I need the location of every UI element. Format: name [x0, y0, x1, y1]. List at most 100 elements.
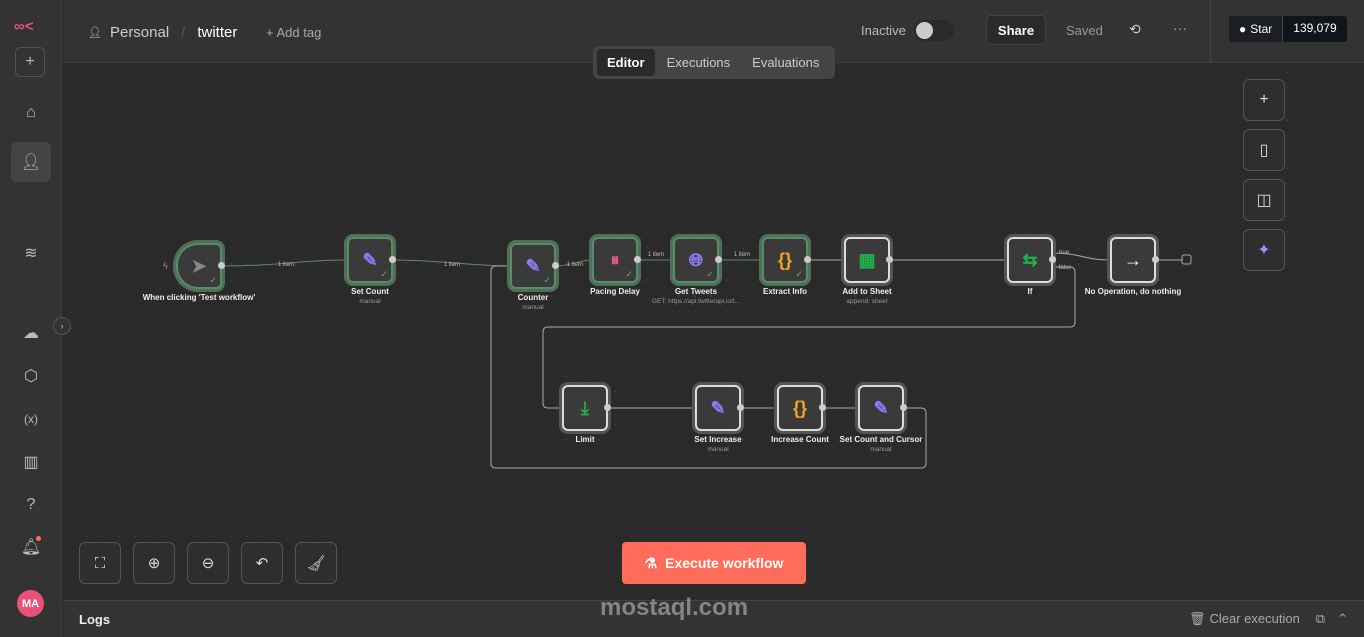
node-title: Counter [517, 293, 549, 302]
output-handle[interactable] [819, 404, 826, 411]
node-title: If [1027, 287, 1033, 296]
limit-icon: ⤓ [581, 397, 589, 418]
output-handle[interactable] [634, 256, 641, 263]
sticky-note-button[interactable]: ▯ [1243, 129, 1285, 171]
output-handle[interactable] [886, 256, 893, 263]
node-label: Increase Count [725, 435, 875, 444]
node-increase-count[interactable]: {} [777, 385, 826, 431]
add-node-handle[interactable] [1181, 254, 1192, 265]
github-star-button[interactable]: ●Star 139,079 [1229, 16, 1347, 42]
node-limit[interactable]: ⤓ [562, 385, 611, 431]
share-button[interactable]: Share [986, 15, 1046, 45]
node-no-operation[interactable]: → [1110, 237, 1159, 283]
output-handle[interactable] [1152, 256, 1159, 263]
node-label: Extract Info [710, 287, 860, 296]
package-icon[interactable]: ⬡ [24, 368, 38, 385]
layers-icon[interactable]: ≋ [24, 245, 38, 262]
node-counter[interactable]: ✎✓ [510, 243, 559, 289]
history-icon[interactable]: ⟲ [1129, 21, 1141, 37]
workflow-name[interactable]: twitter [197, 24, 238, 41]
more-options-icon[interactable]: ··· [1173, 20, 1187, 36]
execute-label: Execute workflow [665, 555, 784, 571]
github-icon: ● [1239, 22, 1247, 36]
workflow-canvas[interactable] [63, 64, 1364, 600]
zoom-out-button[interactable]: ⊖ [187, 542, 229, 584]
personal-icon[interactable]: 👤︎ [11, 142, 51, 182]
collapse-icon[interactable]: ⌃ [1337, 611, 1348, 626]
node-set-increase[interactable]: ✎ [695, 385, 744, 431]
node-manual-trigger[interactable]: ➤✓ [176, 243, 225, 289]
node-title: Set Count and Cursor [839, 435, 923, 444]
watermark: mostaql.com [600, 594, 749, 621]
popout-icon[interactable]: ⧉ [1315, 611, 1326, 626]
output-handle[interactable] [552, 262, 559, 269]
extract-info-icon: {} [777, 249, 792, 270]
insights-icon[interactable]: ▥ [23, 454, 39, 471]
breadcrumb: 👤︎ Personal / twitter [88, 24, 237, 41]
connection [221, 259, 347, 267]
output-handle[interactable] [804, 256, 811, 263]
logs-panel[interactable]: Logs 🗑︎Clear execution ⧉ ⌃ [63, 600, 1364, 637]
ai-assistant-button[interactable]: ✦ [1243, 229, 1285, 271]
output-handle[interactable] [218, 262, 225, 269]
connection [490, 265, 927, 469]
node-add-to-sheet[interactable]: ▦ [844, 237, 893, 283]
node-title: Get Tweets [674, 287, 718, 296]
user-icon: 👤︎ [88, 27, 102, 39]
node-subtitle: manual [870, 446, 892, 454]
edge-label: 1 item [647, 252, 665, 258]
output-handle[interactable] [737, 404, 744, 411]
execute-workflow-button[interactable]: ⚗Execute workflow [622, 542, 806, 584]
cloud-icon[interactable]: ☁︎ [23, 325, 39, 342]
node-label: When clicking 'Test workflow' [124, 293, 274, 302]
if-icon: ⇆ [1022, 249, 1038, 270]
expand-sidebar-button[interactable]: › [53, 317, 71, 335]
node-if[interactable]: ⇆ [1007, 237, 1056, 283]
zoom-in-button[interactable]: ⊕ [133, 542, 175, 584]
node-title: Increase Count [771, 435, 829, 444]
node-title: Limit [575, 435, 595, 444]
clear-execution-button[interactable]: 🗑︎Clear execution [1189, 611, 1300, 627]
tab-editor[interactable]: Editor [597, 49, 655, 76]
connection [542, 266, 1076, 409]
add-button[interactable]: + [15, 47, 45, 77]
breadcrumb-separator: / [181, 24, 186, 41]
node-pacing-delay[interactable]: ⏸✓ [592, 237, 641, 283]
node-label: Limit [510, 435, 660, 444]
success-check-icon: ✓ [209, 275, 217, 285]
variables-icon[interactable]: (x) [24, 412, 38, 426]
pacing-delay-icon: ⏸ [610, 249, 620, 270]
tab-evaluations[interactable]: Evaluations [752, 55, 820, 70]
undo-button[interactable]: ↶ [241, 542, 283, 584]
success-check-icon: ✓ [625, 269, 633, 279]
node-set-count[interactable]: ✎✓ [347, 237, 396, 283]
tab-executions[interactable]: Executions [666, 55, 731, 70]
add-node-button[interactable]: + [1243, 79, 1285, 121]
output-handle[interactable] [715, 256, 722, 263]
fit-view-button[interactable]: ⛶ [79, 542, 121, 584]
connection [555, 259, 593, 267]
output-handle[interactable] [389, 256, 396, 263]
toggle-panel-button[interactable]: ◫ [1243, 179, 1285, 221]
success-check-icon: ✓ [543, 275, 551, 285]
avatar[interactable]: MA [17, 590, 44, 617]
add-to-sheet-icon: ▦ [858, 249, 876, 270]
output-handle[interactable] [1049, 256, 1056, 263]
add-tag-button[interactable]: + Add tag [266, 25, 322, 40]
node-subtitle: manual [707, 446, 729, 454]
breadcrumb-project[interactable]: Personal [109, 24, 170, 41]
node-label: No Operation, do nothing [1058, 287, 1208, 296]
node-set-count-and-cursor[interactable]: ✎ [858, 385, 907, 431]
tidy-up-button[interactable]: 🧹︎ [295, 542, 337, 584]
clear-execution-label: Clear execution [1209, 611, 1300, 626]
output-handle[interactable] [900, 404, 907, 411]
notifications-icon[interactable]: 🔔︎ [11, 527, 51, 567]
home-icon[interactable]: ⌂ [26, 104, 36, 121]
node-get-tweets[interactable]: 🌐︎✓ [673, 237, 722, 283]
active-toggle[interactable] [914, 20, 954, 41]
output-handle[interactable] [604, 404, 611, 411]
help-icon[interactable]: ? [26, 496, 36, 513]
node-extract-info[interactable]: {}✓ [762, 237, 811, 283]
